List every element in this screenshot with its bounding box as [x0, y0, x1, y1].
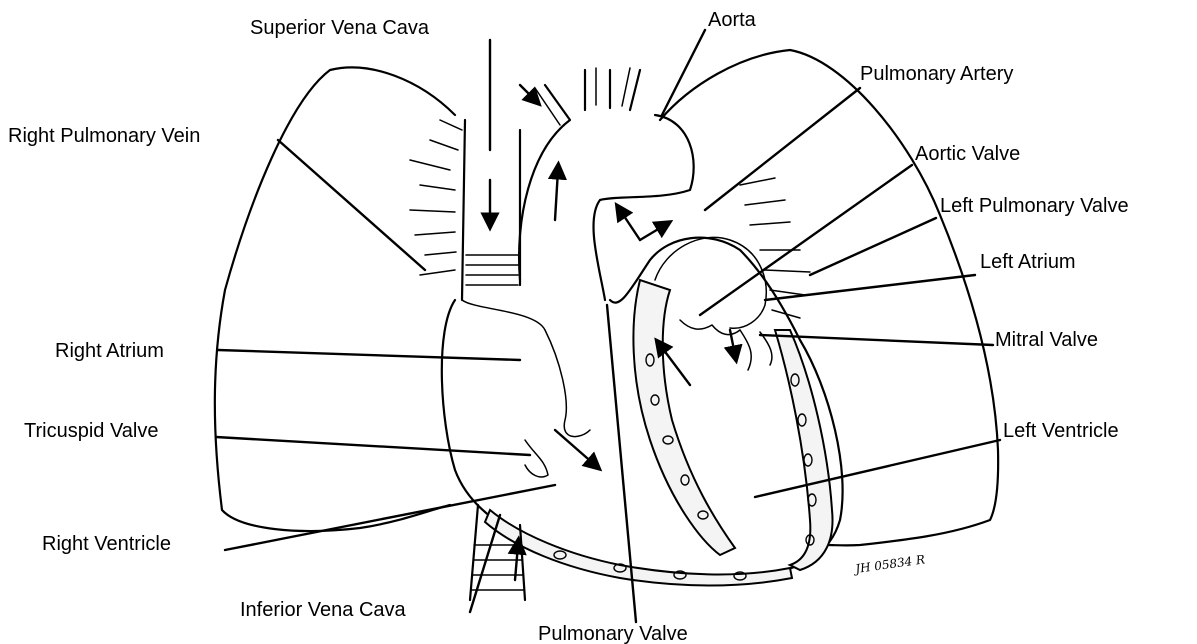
- leader-left-ventricle: [755, 440, 1000, 497]
- label-aortic-valve: Aortic Valve: [915, 143, 1020, 165]
- label-right-pulmonary-vein: Right Pulmonary Vein: [8, 125, 200, 147]
- label-left-atrium: Left Atrium: [980, 251, 1076, 273]
- label-right-ventricle: Right Ventricle: [42, 533, 171, 555]
- label-pulmonary-artery: Pulmonary Artery: [860, 63, 1013, 85]
- svc-hatching: [466, 255, 518, 285]
- label-inferior-vena-cava: Inferior Vena Cava: [240, 599, 407, 621]
- left-atrium-shape: [655, 237, 766, 328]
- leader-left-pulmonary-valve: [810, 218, 936, 275]
- brachiocephalic-branch: [535, 68, 630, 125]
- leader-left-atrium: [765, 275, 975, 300]
- left-lung-outline: [660, 50, 998, 545]
- left-ventricle-wall: [775, 330, 833, 570]
- artist-signature: JH 05834 R: [851, 552, 925, 576]
- interventricular-septum: [633, 280, 735, 555]
- label-pulmonary-valve: Pulmonary Valve: [538, 623, 688, 644]
- leader-right-pulmonary-vein: [278, 140, 425, 270]
- leader-inferior-vena-cava: [470, 515, 500, 612]
- leader-tricuspid-valve: [216, 437, 530, 455]
- label-superior-vena-cava: Superior Vena Cava: [250, 17, 430, 39]
- leader-pulmonary-artery: [705, 88, 860, 210]
- label-tricuspid-valve: Tricuspid Valve: [24, 420, 159, 442]
- label-right-atrium: Right Atrium: [55, 340, 164, 362]
- label-mitral-valve: Mitral Valve: [995, 329, 1098, 351]
- leader-right-atrium: [218, 350, 520, 360]
- leader-right-ventricle: [225, 485, 555, 550]
- right-lung-outline: [215, 67, 455, 531]
- tricuspid-valve-leaflet: [525, 440, 548, 477]
- label-aorta: Aorta: [708, 9, 757, 31]
- right-atrium-wall: [462, 300, 590, 437]
- label-left-pulmonary-valve: Left Pulmonary Valve: [940, 195, 1129, 217]
- label-left-ventricle: Left Ventricle: [1003, 420, 1119, 442]
- right-lung-vessels: [410, 120, 462, 275]
- leader-aorta: [662, 30, 705, 115]
